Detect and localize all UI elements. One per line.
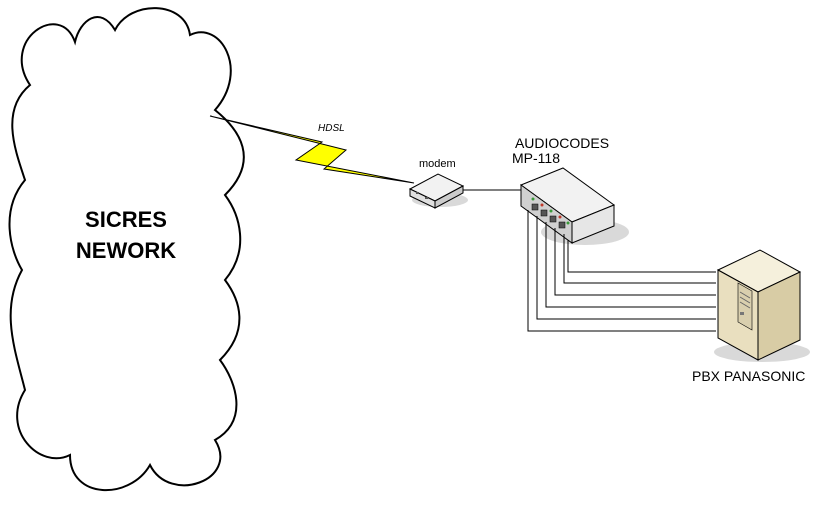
gateway-ports <box>531 197 570 229</box>
modem-icon <box>408 173 468 209</box>
gateway-label-line2: MP-118 <box>512 150 560 166</box>
cloud-label-line1: SICRES <box>85 207 167 232</box>
gateway-label-line1: AUDIOCODES <box>515 135 609 151</box>
trunk-lines <box>527 210 716 332</box>
cloud-label-line2: NEWORK <box>76 238 176 263</box>
gateway-icon <box>519 167 629 245</box>
pbx-label: PBX PANASONIC <box>692 368 805 384</box>
modem-label: modem <box>419 158 456 170</box>
cloud-icon <box>8 7 245 492</box>
lightning-icon <box>209 115 415 184</box>
hdsl-label: HDSL <box>318 123 345 134</box>
server-tower-icon <box>714 249 810 362</box>
